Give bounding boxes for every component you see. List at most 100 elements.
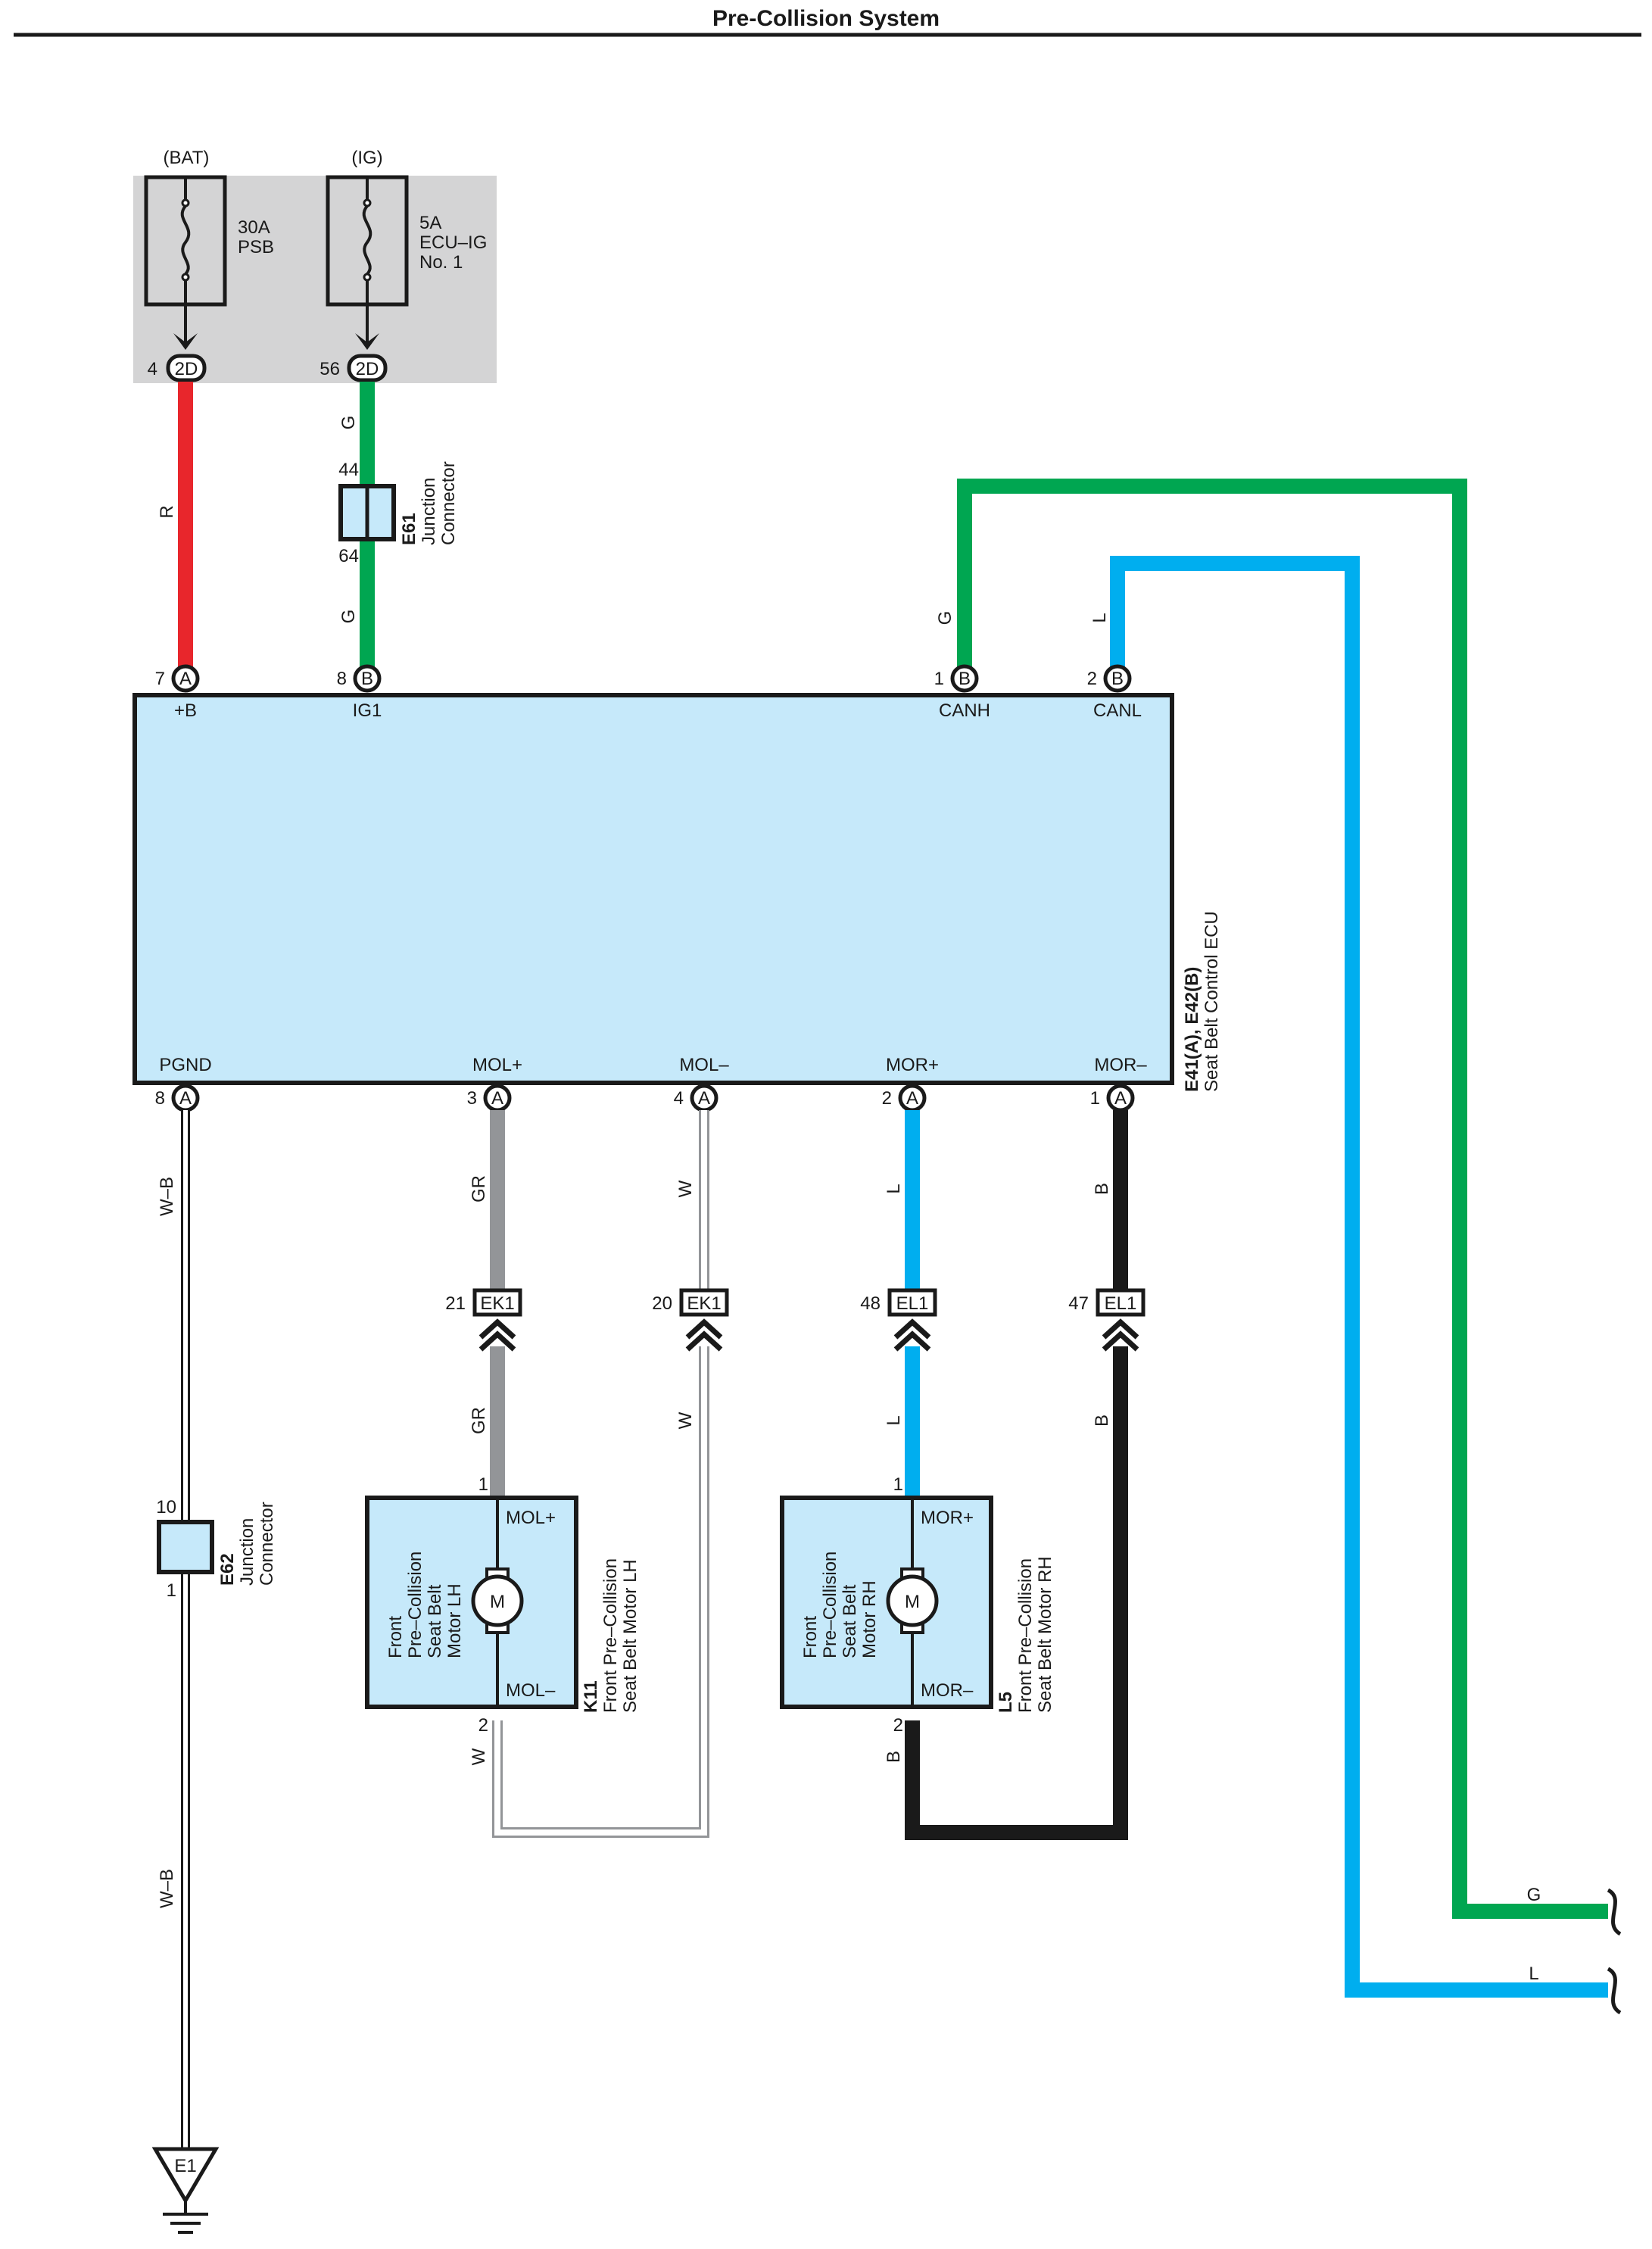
- wire-label-mor-plus-bottom: L: [884, 1415, 904, 1425]
- motor-rh-pin-bottom: 2: [893, 1715, 903, 1736]
- motor-rh-id: L5: [996, 1692, 1016, 1713]
- motor-rh-pin-top: 1: [893, 1474, 903, 1495]
- svg-text:A: A: [179, 669, 192, 689]
- svg-text:A: A: [906, 1088, 918, 1109]
- svg-text:8: 8: [337, 669, 347, 689]
- inline-connector-el1-48-pin: 48: [860, 1293, 881, 1314]
- fuse-psb-rating: 30A: [238, 217, 270, 238]
- inline-connector-el1-47-pin: 47: [1068, 1293, 1089, 1314]
- svg-text:1: 1: [934, 669, 944, 689]
- wire-label-bat: R: [157, 505, 177, 518]
- svg-text:+B: +B: [174, 700, 197, 721]
- connector-2d-bat: 2D: [166, 354, 207, 382]
- svg-text:MOL–: MOL–: [679, 1055, 729, 1075]
- svg-text:7: 7: [155, 669, 165, 689]
- junction-e61: [338, 484, 396, 541]
- fuse-ecu-ig-rating: 5A: [419, 213, 441, 233]
- svg-text:MOL+: MOL+: [472, 1055, 522, 1075]
- inline-connector-ek1-21-pin: 21: [445, 1293, 466, 1314]
- junction-e61-pin-top: 44: [338, 460, 359, 480]
- svg-text:A: A: [179, 1088, 192, 1109]
- wire-canh-green: [957, 479, 1608, 1919]
- svg-text:2: 2: [1087, 669, 1097, 689]
- bat-label: (BAT): [164, 148, 210, 168]
- wire-label-mol-minus-motor: W: [469, 1748, 489, 1765]
- page-title: Pre-Collision System: [712, 6, 940, 31]
- ig-label: (IG): [351, 148, 382, 168]
- junction-e62-pin-bottom: 1: [167, 1580, 176, 1601]
- motor-rh-term-top: MOR+: [921, 1508, 974, 1528]
- svg-text:4: 4: [674, 1088, 684, 1109]
- svg-text:M: M: [905, 1592, 920, 1612]
- wire-mol-minus-white: [492, 1110, 709, 1838]
- svg-text:CANH: CANH: [939, 700, 990, 721]
- fuse-psb-name: PSB: [238, 237, 274, 257]
- wire-label-canh: G: [935, 611, 955, 625]
- motor-lh-pin-bottom: 2: [478, 1715, 488, 1736]
- ecu-name: Seat Belt Control ECU: [1202, 911, 1222, 1092]
- canl-wire-break: [1607, 1967, 1622, 2015]
- svg-text:PGND: PGND: [159, 1055, 211, 1075]
- wire-label-ig-top: G: [338, 416, 359, 430]
- svg-text:A: A: [491, 1088, 503, 1109]
- junction-e61-id: E61: [399, 513, 419, 545]
- svg-text:2D: 2D: [356, 359, 379, 379]
- motor-lh-inner-1: Front: [385, 1616, 406, 1658]
- junction-e61-pin-bottom: 64: [338, 546, 359, 566]
- wire-label-mol-minus-bottom: W: [675, 1411, 696, 1429]
- svg-text:M: M: [490, 1592, 505, 1612]
- motor-rh-inner-3: Seat Belt: [840, 1584, 860, 1658]
- motor-lh-id: K11: [581, 1680, 601, 1713]
- inline-connector-ek1-21: EK1: [472, 1288, 522, 1352]
- motor-lh-icon: M: [471, 1567, 524, 1634]
- junction-e62-label1: Junction: [237, 1518, 257, 1586]
- connector-2d-ig-pin: 56: [319, 359, 340, 379]
- wire-mor-minus-black-loop: [905, 1346, 1128, 1840]
- svg-text:3: 3: [467, 1088, 477, 1109]
- svg-text:A: A: [698, 1088, 710, 1109]
- connector-2d-ig: 2D: [347, 354, 388, 382]
- motor-rh-inner-4: Motor RH: [859, 1580, 880, 1658]
- svg-text:EL1: EL1: [896, 1293, 929, 1314]
- canh-wire-break: [1607, 1888, 1622, 1936]
- junction-e61-label2: Connector: [438, 461, 459, 545]
- connector-2d-bat-pin: 4: [148, 359, 157, 379]
- wire-label-mor-minus-top: B: [1092, 1183, 1112, 1195]
- motor-rh-name2: Seat Belt Motor RH: [1035, 1556, 1055, 1713]
- motor-lh-term-bottom: MOL–: [506, 1680, 556, 1701]
- inline-connector-ek1-20: EK1: [679, 1288, 729, 1352]
- motor-lh-name2: Seat Belt Motor LH: [620, 1559, 641, 1713]
- inline-connector-el1-47: EL1: [1096, 1288, 1145, 1352]
- fuse-box: [133, 176, 497, 383]
- motor-lh-pin-top: 1: [478, 1474, 488, 1495]
- svg-text:E1: E1: [174, 2156, 196, 2176]
- fuse-ecu-ig-name2: No. 1: [419, 252, 463, 273]
- wire-label-canl: L: [1089, 613, 1110, 622]
- motor-lh-inner-3: Seat Belt: [425, 1584, 445, 1658]
- ecu-box: [132, 693, 1174, 1085]
- svg-text:EL1: EL1: [1105, 1293, 1137, 1314]
- ecu-pin-b-plus: A 7 +B: [155, 664, 200, 721]
- inline-connector-ek1-20-pin: 20: [652, 1293, 672, 1314]
- fuse-ecu-ig: [326, 175, 409, 350]
- svg-text:8: 8: [155, 1088, 165, 1109]
- svg-text:B: B: [361, 669, 373, 689]
- junction-e62-label2: Connector: [257, 1502, 277, 1586]
- wire-label-canh-end: G: [1527, 1885, 1541, 1905]
- wire-canl-blue: [1110, 556, 1608, 1998]
- svg-text:B: B: [1111, 669, 1124, 689]
- motor-lh-inner-4: Motor LH: [444, 1583, 465, 1658]
- junction-e61-label1: Junction: [419, 478, 439, 545]
- ecu-pin-mol-plus: MOL+ A 3: [467, 1055, 522, 1112]
- svg-text:1: 1: [1090, 1088, 1100, 1109]
- wire-label-mor-plus-top: L: [884, 1184, 904, 1193]
- wire-label-mol-minus-top: W: [675, 1180, 696, 1197]
- motor-rh-icon: M: [886, 1567, 939, 1634]
- motor-rh-inner-2: Pre–Collision: [820, 1552, 840, 1658]
- wire-label-mor-minus-motor: B: [884, 1751, 904, 1763]
- wire-label-mor-minus-bottom: B: [1092, 1415, 1112, 1427]
- svg-text:A: A: [1114, 1088, 1127, 1109]
- ecu-id: E41(A), E42(B): [1182, 967, 1202, 1092]
- wire-label-canl-end: L: [1529, 1964, 1538, 1984]
